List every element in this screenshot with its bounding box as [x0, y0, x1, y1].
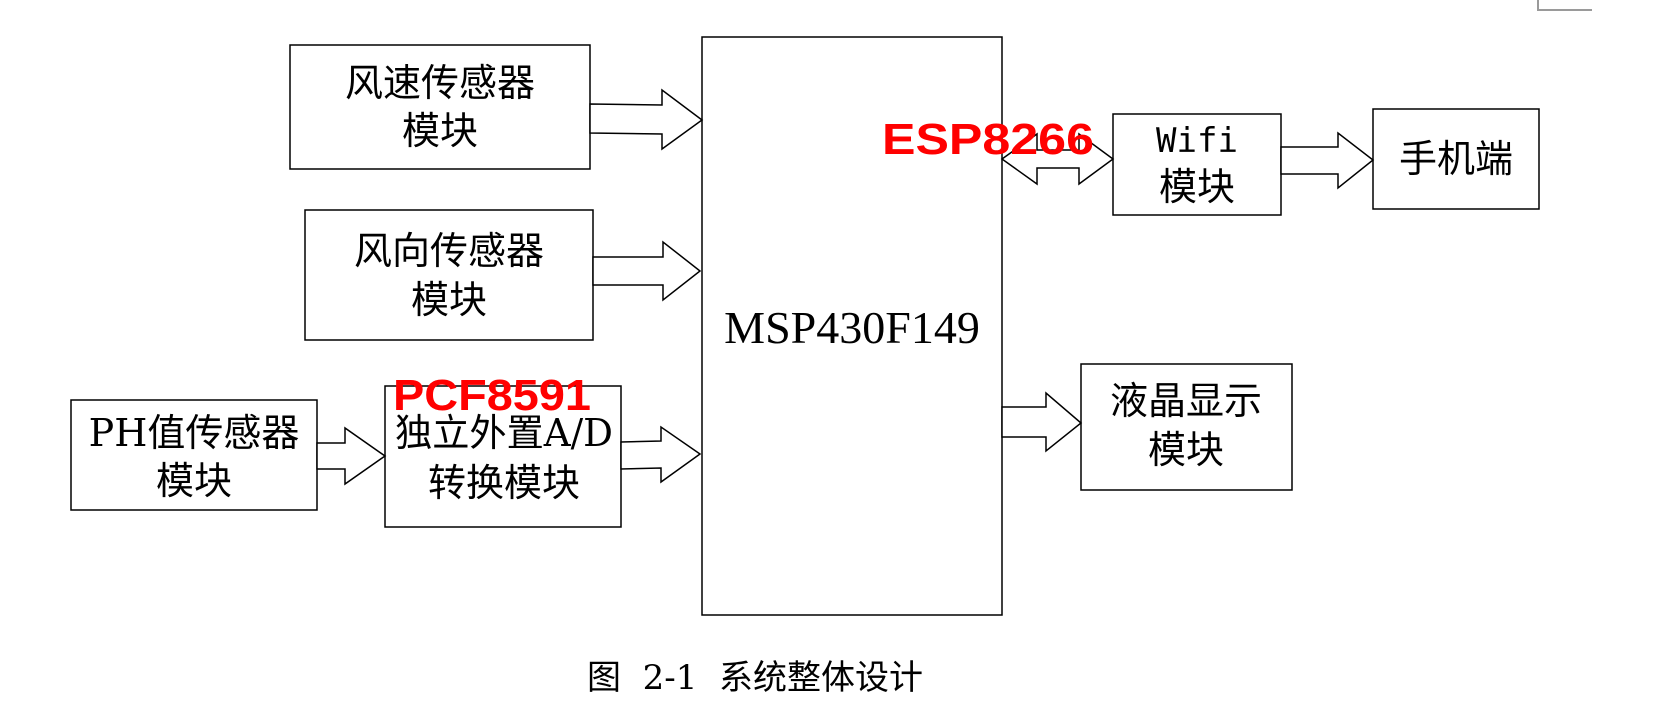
phone-block: 手机端	[1372, 108, 1540, 210]
ph-sensor-sublabel: 模块	[156, 459, 232, 503]
figure-caption: 图 2-1 系统整体设计	[587, 658, 923, 698]
lcd-box	[1080, 363, 1293, 491]
mcu-label: MSP430F149	[724, 302, 980, 353]
lcd-sublabel: 模块	[1148, 428, 1224, 472]
wind-speed-sensor-block: 风速传感器 模块	[289, 44, 591, 170]
wind-direction-to-mcu-arrow	[592, 240, 702, 302]
wifi-to-phone-arrow	[1280, 131, 1375, 190]
wind-speed-sensor-label: 风速传感器	[345, 61, 535, 105]
phone-label: 手机端	[1399, 137, 1513, 181]
ad-converter-sublabel: 转换模块	[428, 461, 580, 505]
lcd-label: 液晶显示	[1110, 379, 1262, 423]
wifi-label: Wifi	[1156, 121, 1238, 161]
ad-converter-block: 独立外置A/D 转换模块	[384, 385, 622, 528]
mcu-block: MSP430F149	[701, 36, 1003, 616]
mcu-box	[701, 36, 1003, 616]
wind-direction-sensor-label: 风向传感器	[354, 229, 544, 273]
wifi-sublabel: 模块	[1159, 165, 1235, 209]
pcf8591-annotation: PCF8591	[393, 371, 591, 420]
wind-speed-sensor-box	[289, 44, 591, 170]
wind-direction-sensor-sublabel: 模块	[411, 278, 487, 322]
lcd-block: 液晶显示 模块	[1080, 363, 1293, 491]
ph-sensor-box	[70, 399, 318, 511]
ad-converter-label: 独立外置A/D	[395, 411, 613, 455]
page-corner-mark	[1537, 0, 1592, 11]
wifi-block: Wifi 模块	[1112, 113, 1282, 216]
ph-sensor-label: PH值传感器	[89, 411, 300, 455]
ad-to-mcu-arrow	[620, 425, 702, 484]
wind-direction-sensor-box	[304, 209, 594, 341]
mcu-to-lcd-arrow	[1001, 391, 1083, 453]
ad-converter-box	[384, 385, 622, 528]
wind-speed-sensor-sublabel: 模块	[402, 109, 478, 153]
ph-to-ad-arrow	[316, 426, 387, 486]
wifi-box	[1112, 113, 1282, 216]
phone-box	[1372, 108, 1540, 210]
ph-sensor-block: PH值传感器 模块	[70, 399, 318, 511]
wind-direction-sensor-block: 风向传感器 模块	[304, 209, 594, 341]
esp8266-annotation: ESP8266	[882, 115, 1094, 164]
mcu-wifi-bidirectional-arrow	[1000, 132, 1115, 186]
wind-speed-to-mcu-arrow	[589, 88, 704, 151]
